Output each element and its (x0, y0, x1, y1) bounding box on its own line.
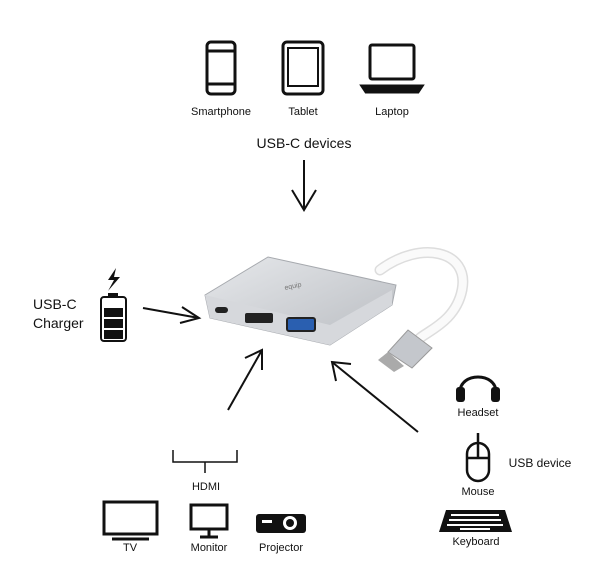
tablet-icon (281, 40, 325, 96)
usb-c-hub: equip (204, 256, 397, 346)
tv-label: TV (122, 542, 138, 554)
tablet-label: Tablet (288, 106, 318, 118)
charger-label-line2: Charger (33, 315, 84, 331)
mouse-icon (465, 433, 491, 483)
hdmi-title: HDMI (191, 481, 221, 493)
usb-c-port (215, 307, 228, 313)
usb-c-connector (378, 329, 433, 372)
usb-device-title: USB device (508, 456, 572, 470)
headset-icon (456, 375, 500, 402)
mouse-label: Mouse (461, 486, 495, 498)
smartphone-icon (205, 40, 237, 96)
hdmi-bracket (172, 450, 238, 463)
keyboard-label: Keyboard (452, 536, 500, 548)
charger-label-line1: USB-C (33, 296, 77, 312)
keyboard-icon (439, 510, 512, 532)
arrow-devices-to-hub (291, 160, 317, 212)
arrow-usb-to-hub (330, 360, 419, 433)
laptop-icon (359, 43, 425, 94)
arrow-hdmi-to-hub (227, 348, 263, 411)
projector-label: Projector (258, 542, 304, 554)
svg-text:equip: equip (284, 282, 302, 292)
smartphone-label: Smartphone (191, 106, 251, 118)
monitor-icon (189, 503, 229, 539)
headset-label: Headset (457, 407, 499, 419)
tv-icon (102, 500, 159, 541)
arrow-charger-to-hub (142, 306, 202, 324)
monitor-label: Monitor (190, 542, 228, 554)
usb-c-devices-title: USB-C devices (256, 135, 352, 151)
projector-icon (256, 514, 306, 533)
battery-charging-icon (100, 268, 127, 342)
hdmi-port (245, 313, 273, 323)
laptop-label: Laptop (375, 106, 409, 118)
usb-a-port (286, 317, 316, 332)
